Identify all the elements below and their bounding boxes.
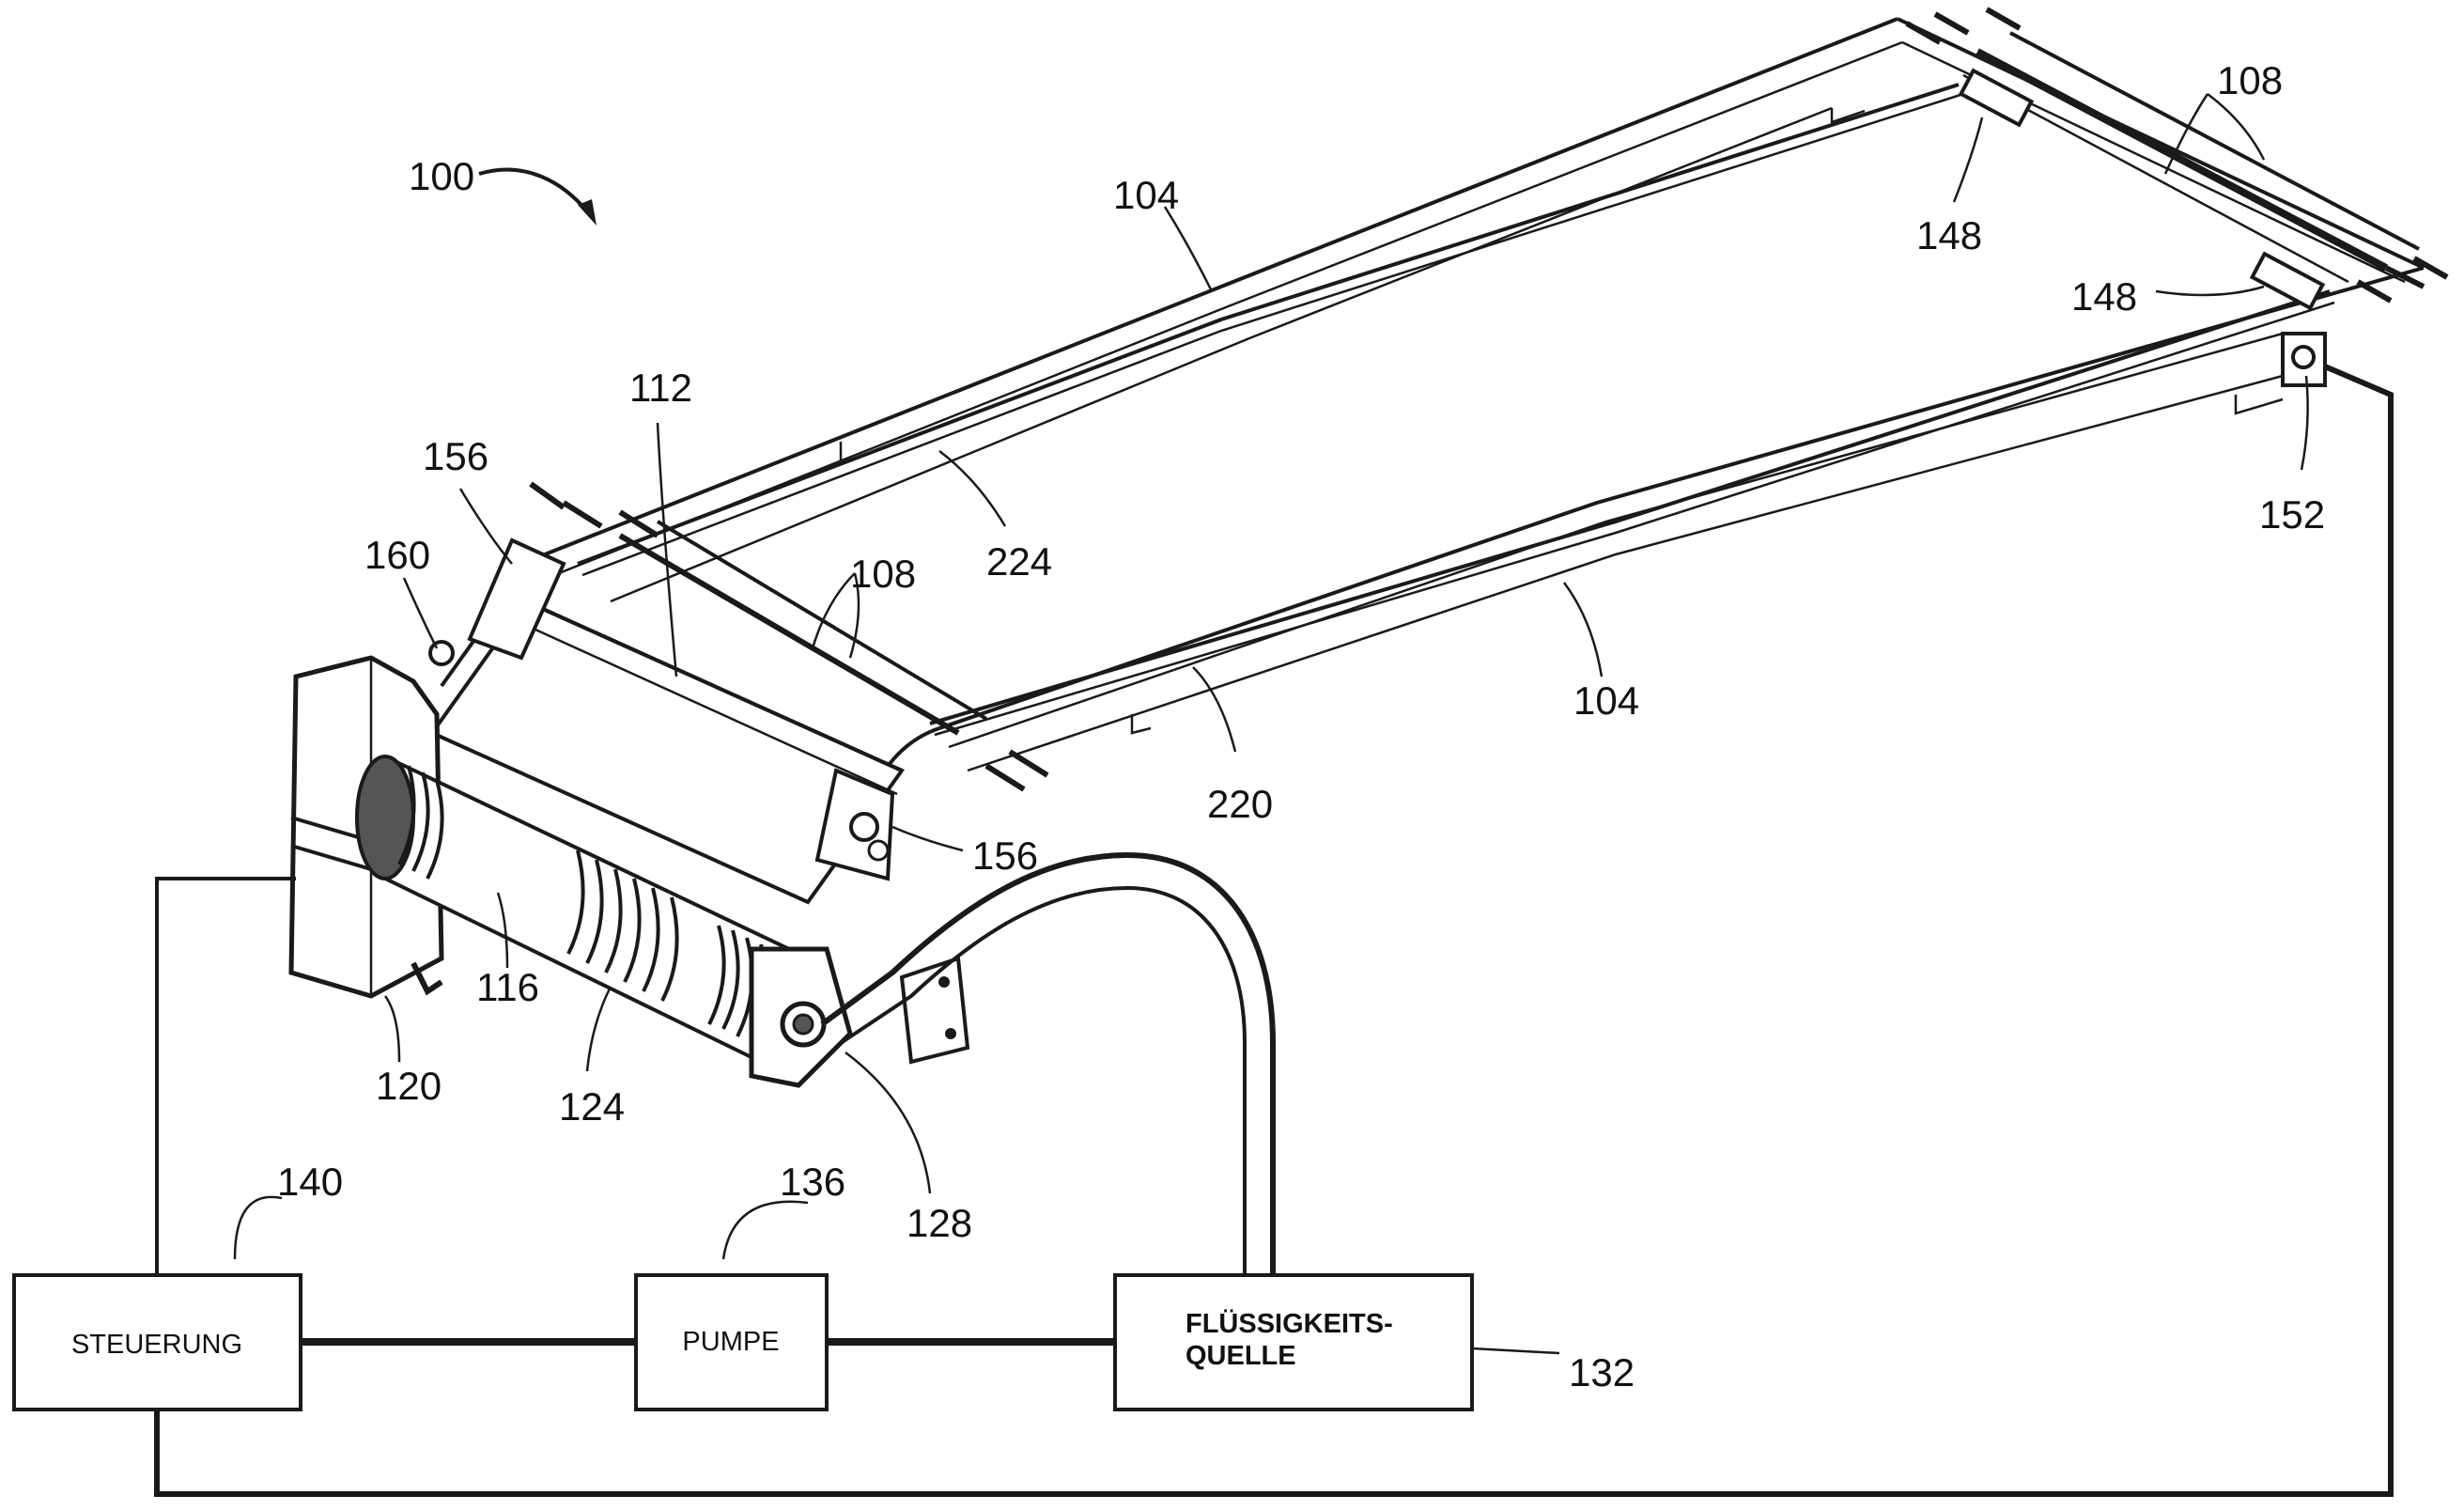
ref-224: 224 [986, 539, 1052, 584]
ref-112: 112 [629, 366, 692, 410]
leader-104b [1564, 583, 1602, 677]
ref-120: 120 [376, 1064, 442, 1108]
belts [578, 85, 2334, 735]
ref-100: 100 [409, 154, 474, 198]
hose-inner [841, 888, 1245, 1278]
leader-152 [2301, 376, 2308, 470]
leader-156a [460, 489, 512, 564]
ref-116: 116 [476, 965, 539, 1009]
controller-label: STEUERUNG [71, 1330, 242, 1360]
belt-224-b [582, 94, 1963, 575]
leader-140 [235, 1197, 282, 1259]
leader-128 [845, 1052, 930, 1193]
rail-near-flange [1132, 395, 2283, 733]
shaft-108-far-b [2010, 33, 2419, 249]
union-bracket-bolt-1 [938, 976, 950, 988]
far-end-assembly [1907, 9, 2447, 385]
ref-136: 136 [780, 1160, 845, 1204]
ref-152: 152 [2259, 492, 2325, 537]
leader-104a [1165, 207, 1212, 291]
roller-116-end [357, 756, 413, 879]
belt-224 [578, 85, 1959, 564]
leader-220 [1193, 667, 1235, 752]
fluid-source-label-2: QUELLE [1186, 1341, 1296, 1371]
leader-136 [723, 1202, 808, 1259]
bolt-160 [430, 642, 453, 664]
ref-124: 124 [559, 1084, 625, 1129]
ref-132: 132 [1569, 1350, 1635, 1394]
ref-148-top: 148 [1916, 213, 1982, 257]
ref-108-far: 108 [2217, 58, 2283, 102]
ref-104-near: 104 [1573, 678, 1639, 723]
bolt-156-right [851, 814, 877, 840]
leader-132 [1472, 1348, 1559, 1353]
fluid-source-label-1: FLÜSSIGKEITS- [1186, 1308, 1393, 1339]
leader-148a [1954, 117, 1982, 202]
ref-156-right: 156 [972, 833, 1038, 878]
rotary-union-hub-inner [794, 1015, 813, 1034]
leader-124 [587, 987, 611, 1071]
ref-140: 140 [277, 1160, 343, 1204]
pivot-152 [2293, 347, 2314, 367]
ref-148-side: 148 [2071, 274, 2137, 319]
leader-112 [658, 423, 676, 677]
ref-104-far: 104 [1113, 173, 1179, 217]
pump-label: PUMPE [682, 1327, 779, 1357]
ref-128: 128 [907, 1201, 972, 1245]
ref-156-left: 156 [423, 434, 488, 478]
leader-156b [892, 827, 963, 850]
belt-220-b [935, 303, 2334, 735]
link-controller-motor [157, 879, 296, 1275]
ref-160: 160 [364, 533, 430, 577]
ref-108-near: 108 [850, 552, 916, 596]
leader-148b [2156, 287, 2264, 295]
shaft-108-far-a [1977, 52, 2386, 268]
leader-120 [385, 996, 399, 1062]
union-bracket-bolt-2 [945, 1028, 956, 1039]
leader-100 [479, 170, 587, 211]
leader-160 [404, 578, 437, 648]
ref-220: 220 [1207, 782, 1273, 826]
bolt-156-right-b [869, 841, 888, 860]
rail-near-outer [939, 268, 2424, 728]
